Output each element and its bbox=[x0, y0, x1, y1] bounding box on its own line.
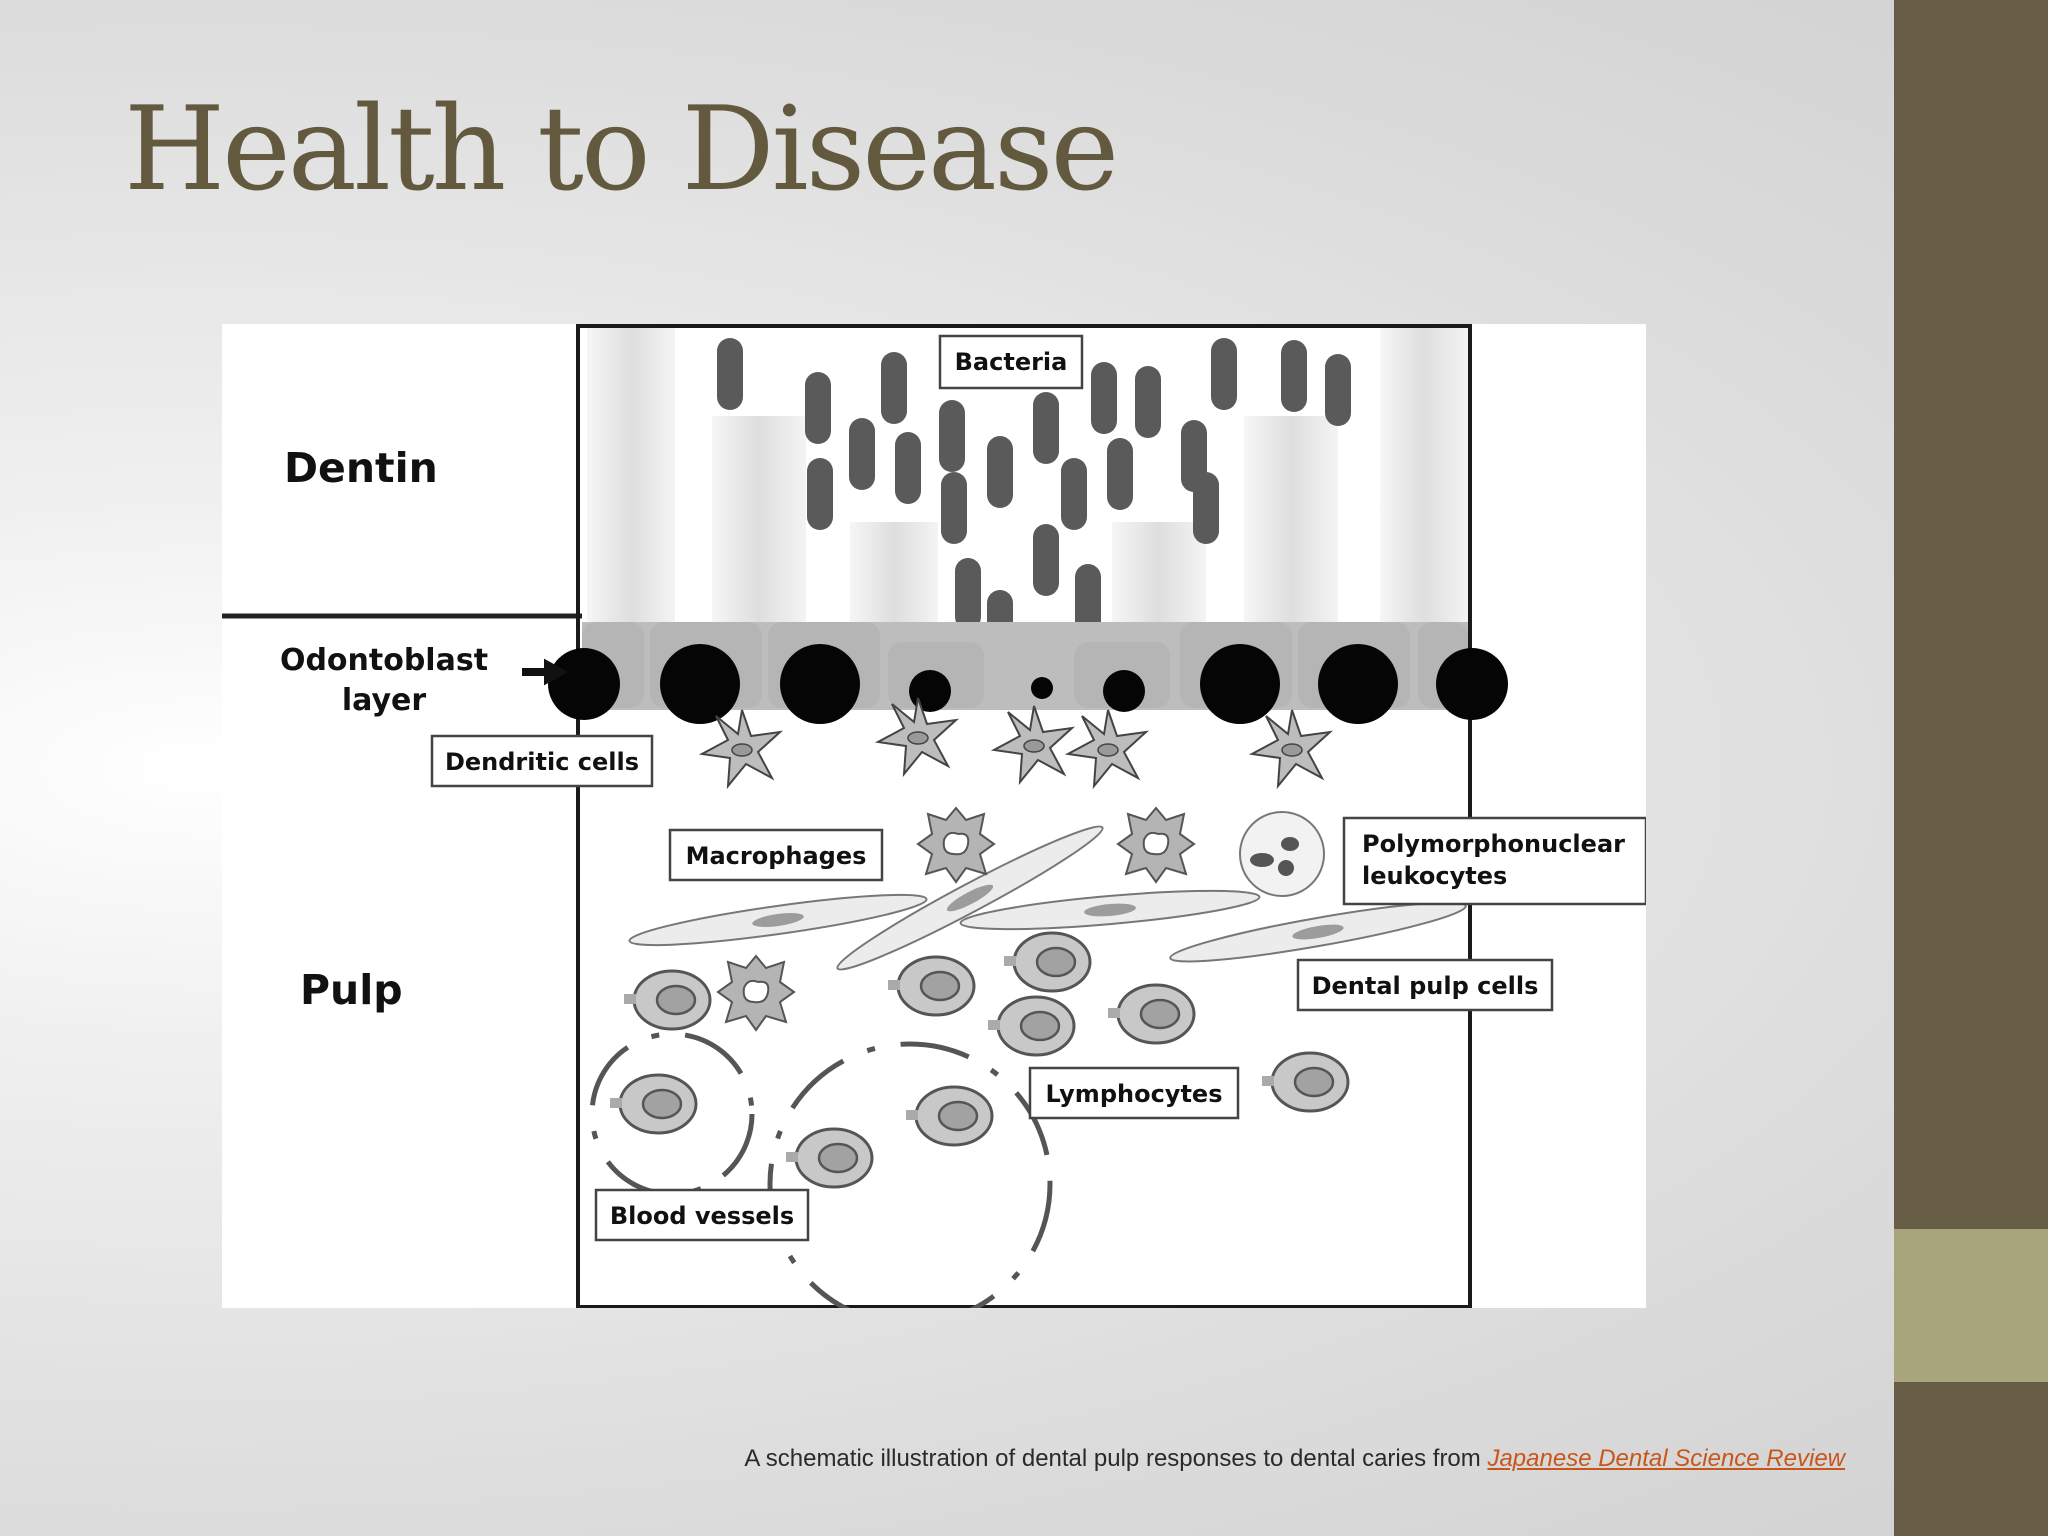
sidebar-accent-light bbox=[1894, 1229, 2048, 1382]
callout-blood-vessels-text: Blood vessels bbox=[610, 1202, 794, 1230]
callout-lymphocytes-text: Lymphocytes bbox=[1046, 1080, 1223, 1108]
callout-pmn-leukocytes: Polymorphonuclear leukocytes bbox=[1342, 816, 1646, 906]
caption-source-link[interactable]: Japanese Dental Science Review bbox=[1487, 1445, 1845, 1472]
caption-text: A schematic illustration of dental pulp … bbox=[744, 1445, 1488, 1472]
pulp-response-diagram: Dentin Odontoblast layer Pulp Bacteria D… bbox=[222, 324, 1646, 1308]
callout-lymphocytes: Lymphocytes bbox=[1028, 1066, 1240, 1120]
callout-dendritic-cells: Dendritic cells bbox=[430, 734, 654, 788]
label-pulp: Pulp bbox=[300, 966, 403, 1014]
callout-dental-pulp-text: Dental pulp cells bbox=[1312, 972, 1539, 1000]
odontoblast-layer bbox=[548, 622, 1508, 724]
callout-dendritic-text: Dendritic cells bbox=[445, 748, 639, 776]
callout-pmn-text-1: Polymorphonuclear bbox=[1362, 830, 1625, 858]
label-dentin: Dentin bbox=[284, 444, 438, 492]
arrow-right-icon bbox=[522, 658, 569, 686]
callout-dental-pulp-cells: Dental pulp cells bbox=[1296, 958, 1554, 1012]
slide-title: Health to Disease bbox=[124, 82, 1119, 217]
callout-macrophages: Macrophages bbox=[668, 828, 884, 882]
callout-blood-vessels: Blood vessels bbox=[594, 1188, 810, 1242]
callout-bacteria: Bacteria bbox=[938, 334, 1084, 390]
callout-macrophages-text: Macrophages bbox=[686, 842, 867, 870]
callout-pmn-text-2: leukocytes bbox=[1362, 862, 1507, 890]
label-odontoblast: Odontoblast bbox=[280, 643, 488, 678]
callout-bacteria-text: Bacteria bbox=[955, 348, 1068, 376]
figure-caption: A schematic illustration of dental pulp … bbox=[744, 1445, 1845, 1473]
label-odontoblast-layer: layer bbox=[342, 683, 427, 718]
